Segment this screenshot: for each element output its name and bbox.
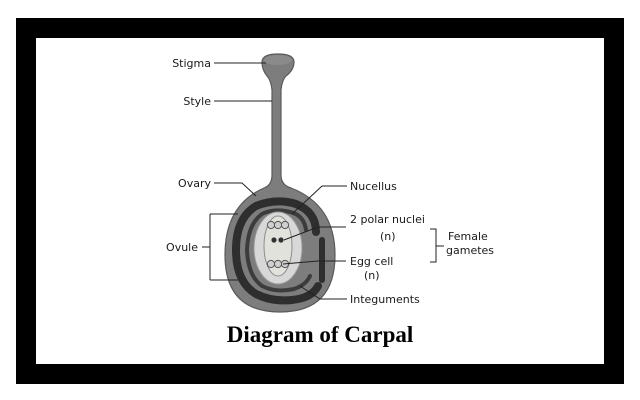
female-gametes-bracket [430, 228, 444, 263]
egg-cell [273, 259, 283, 269]
ovary-leader [214, 182, 257, 197]
stigma-tip [264, 55, 292, 65]
polar-nucleus [271, 237, 277, 243]
label-egg-cell: Egg cell [350, 255, 393, 268]
label-gametes: gametes [446, 244, 494, 257]
egg-cell-leader [282, 260, 346, 265]
label-stigma: Stigma [172, 57, 211, 70]
label-ovary: Ovary [178, 177, 211, 190]
label-egg-cell-ploidy: (n) [364, 269, 380, 282]
label-style: Style [183, 95, 211, 108]
ovule-bracket [202, 213, 238, 281]
label-female: Female [448, 230, 488, 243]
inner-integument [244, 208, 312, 293]
label-polar-nuclei-ploidy: (n) [380, 230, 396, 243]
diagram-panel [36, 38, 604, 364]
label-ovule: Ovule [166, 241, 198, 254]
synergid-cell [266, 259, 276, 269]
carpel-shape [224, 53, 336, 313]
integuments-leader [299, 285, 347, 300]
antipodal-cell [273, 220, 283, 230]
antipodal-cell [266, 220, 276, 230]
nucellus-leader [291, 185, 347, 215]
antipodal-cell [280, 220, 290, 230]
label-nucellus: Nucellus [350, 180, 397, 193]
polar-nucleus [278, 237, 284, 243]
label-polar-nuclei: 2 polar nuclei [350, 213, 425, 226]
outer-integument [231, 197, 322, 305]
polar-nuclei-leader [283, 226, 346, 241]
label-integuments: Integuments [350, 293, 420, 306]
diagram-title: Diagram of Carpal [226, 322, 414, 347]
